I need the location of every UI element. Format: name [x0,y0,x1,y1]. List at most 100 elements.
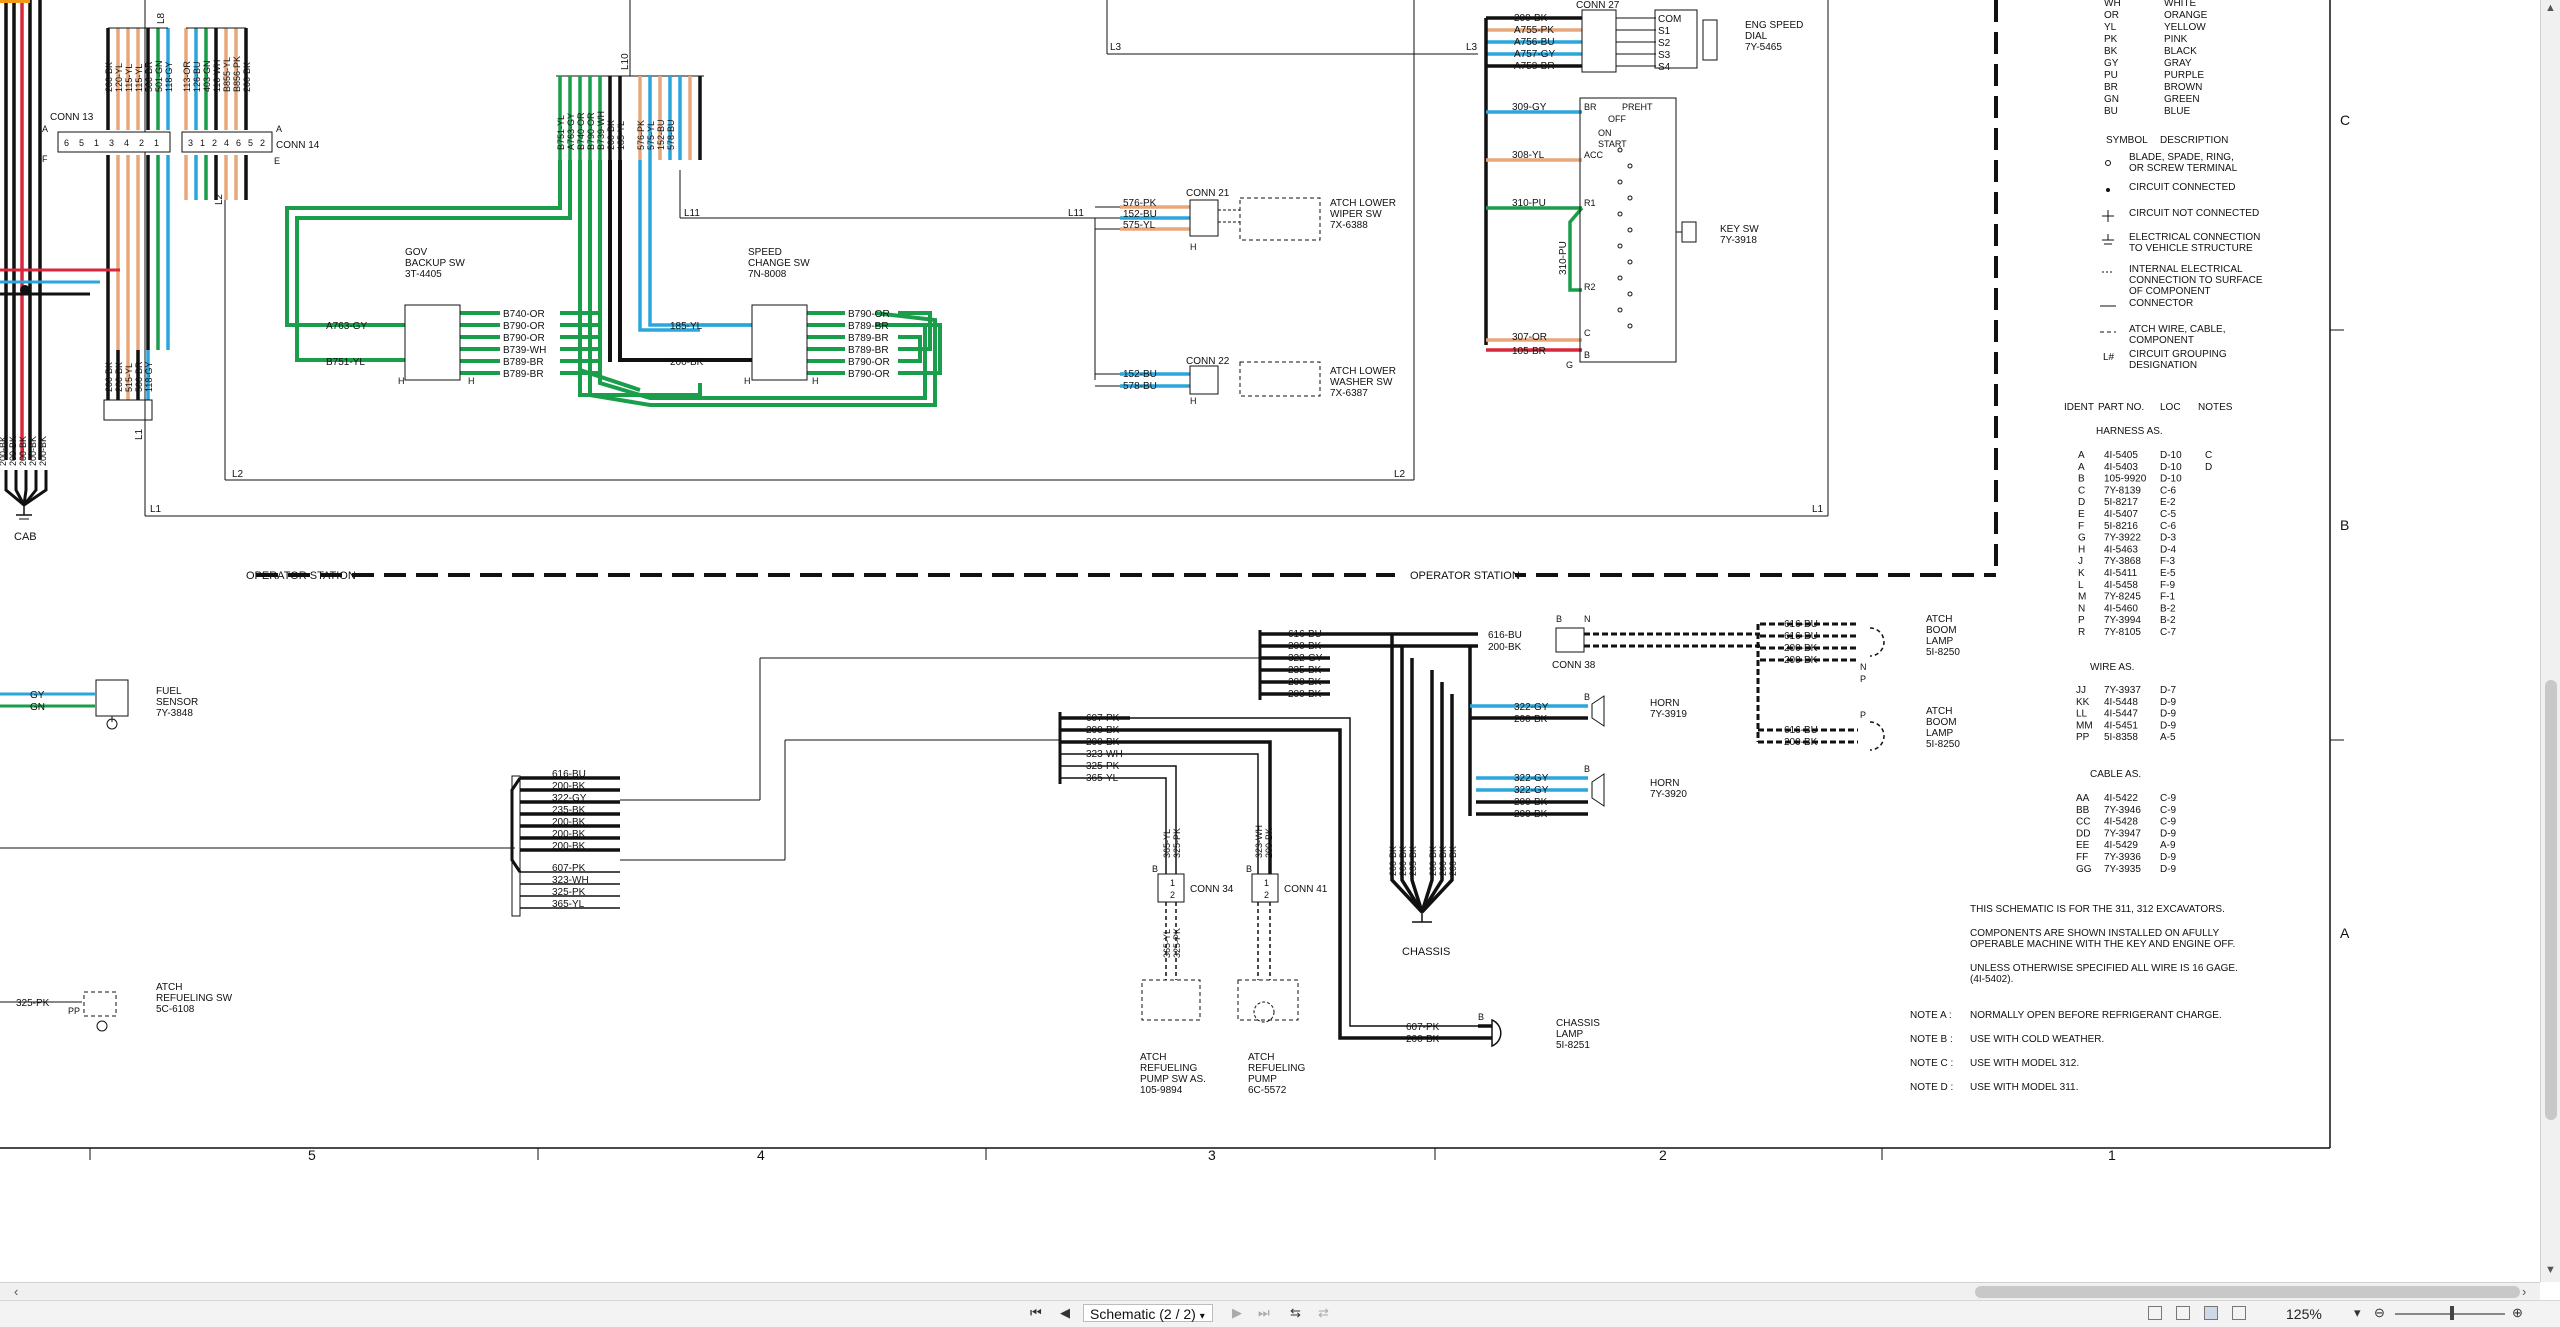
wire-cell: JJ [2076,685,2086,696]
bundle-a-wire: 200-BK [552,817,586,828]
washer-switch-label: ATCH LOWER [1330,366,1396,377]
page-navigation-label: Schematic (2 / 2) [1090,1306,1196,1322]
harness-cell: E-2 [2160,497,2176,508]
refuel-pump-body [1237,979,1299,1021]
grid-row-label: B [2340,517,2349,533]
boom-lamp1-label: LAMP [1926,636,1954,647]
bundle-a-wire: 235-BK [552,805,586,816]
chassis-lamp-wire: 200-BK [1406,1034,1440,1045]
conn38-pin: N [1584,614,1591,624]
conn41-title: CONN 41 [1284,884,1328,895]
note-text: USE WITH MODEL 312. [1970,1058,2079,1069]
horn2-wire: 322-GY [1514,773,1549,784]
wire-path [22,470,38,506]
legend-symbol-desc: CIRCUIT GROUPING [2129,349,2227,360]
previous-page-icon[interactable]: ◀ [1060,1305,1070,1320]
speed-pin: H [744,376,751,386]
conn13-wire-label: 115-YL [134,64,144,92]
bundle-a-wire: 323-WH [552,875,589,886]
bundle-b-wire: 235-BK [1288,665,1322,676]
page-navigation-select[interactable]: Schematic (2 / 2) ▾ [1083,1304,1213,1322]
scroll-up-icon[interactable]: ▲ [2545,2,2556,14]
legend-color-code: BK [2104,46,2118,57]
legend-color-name: WHITE [2164,0,2197,9]
boom-lamp1-wire: 200-BK [1784,643,1818,654]
circuit-l11-label: L11 [1068,208,1084,219]
grid-row-label: A [2340,925,2350,941]
circuit-l2-label: L2 [232,469,244,480]
continuous-view-icon[interactable] [2176,1306,2190,1320]
boom-lamp-pin: N [1860,662,1867,672]
next-page-icon[interactable]: ▶ [1232,1305,1242,1320]
last-page-icon[interactable]: ⏭ [1258,1305,1270,1320]
conn14-wire-label: 403-GN [202,60,212,92]
conn13-pin: 1 [154,138,159,148]
two-page-view-icon[interactable] [2204,1306,2218,1320]
bundle-b-wire: 322-GY [1288,653,1323,664]
zoom-out-icon[interactable]: ⊖ [2374,1305,2385,1320]
harness-cell: M [2078,592,2086,603]
operator-station-label: OPERATOR STATION [1410,570,1520,582]
harness-cell: F-1 [2160,592,2175,603]
note-text: USE WITH MODEL 311. [1970,1082,2078,1093]
chassis-ground-wire: 200-BK [1438,846,1448,876]
gov-right-wire: B790-OR [503,321,545,332]
horizontal-scroll-thumb[interactable] [1975,1286,2520,1298]
wire-cell: D-9 [2160,697,2177,708]
refuel-pump-switch-label: REFUELING [1140,1063,1197,1074]
legend-symbol-desc: OR SCREW TERMINAL [2129,163,2238,174]
junction-dot [20,285,30,295]
vertical-scrollbar[interactable]: ▲ ▼ [2540,0,2560,1282]
zoom-slider-knob[interactable] [2450,1306,2454,1320]
conn14-pin: 1 [200,138,205,148]
refuel-pump-label: PUMP [1248,1074,1277,1085]
eng-dial-knob [1702,19,1718,61]
harness-cell: 4I-5458 [2104,580,2138,591]
legend-symbol-desc: CONNECTION TO SURFACE [2129,275,2263,286]
legend-symbol-desc: TO VEHICLE STRUCTURE [2129,243,2253,254]
horn2-label: HORN [1650,778,1679,789]
chassis-lamp-pin: B [1478,1012,1484,1022]
zoom-level[interactable]: 125% [2286,1306,2322,1322]
scroll-left-icon[interactable]: ‹ [14,1284,19,1299]
key-contact [1627,259,1633,265]
legend-symbol-desc: ELECTRICAL CONNECTION [2129,232,2260,243]
speed-right-wire: B790-OR [848,369,890,380]
note-id: NOTE B : [1910,1034,1953,1045]
key-term: OFF [1608,114,1626,124]
first-page-icon[interactable]: ⏮ [1030,1305,1042,1320]
wire-cell: A-5 [2160,732,2176,743]
chevron-down-icon[interactable]: ▾ [2354,1305,2361,1320]
conn34-pin: 2 [1170,890,1175,900]
l10-wire-label: B751-YL [556,115,566,150]
l10-wire-label: 575-YL [646,121,656,150]
next-view-icon[interactable]: ⇄ [1318,1305,1329,1320]
conn13-wire-label: 118-GY [164,62,174,92]
key-term: C [1584,328,1591,338]
bundle-a-wire: 200-BK [552,829,586,840]
zoom-in-icon[interactable]: ⊕ [2512,1305,2523,1320]
scroll-right-icon[interactable]: › [2522,1284,2527,1299]
key-icon [1681,221,1697,243]
wiper-switch-label: ATCH LOWER [1330,198,1396,209]
conn13-pin: 2 [139,138,144,148]
cab-label: CAB [14,531,37,543]
cab-wire-label: 200-BK [104,362,114,392]
previous-view-icon[interactable]: ⇆ [1290,1305,1301,1320]
scroll-down-icon[interactable]: ▼ [2545,1264,2556,1276]
note-id: NOTE A : [1910,1010,1952,1021]
horizontal-scrollbar[interactable]: ‹ › [0,1282,2540,1301]
wire-path [4,470,25,507]
harness-title: HARNESS AS. [2096,426,2163,437]
vertical-scroll-thumb[interactable] [2545,680,2557,1120]
eng-dial-label: ENG SPEED [1745,20,1803,31]
two-page-continuous-icon[interactable] [2232,1306,2246,1320]
boom-lamp1-wire: 616-BU [1784,619,1818,630]
circuit-l2-label: L2 [1394,469,1406,480]
wire-path [510,777,522,873]
grid-col-label: 3 [1208,1147,1216,1163]
conn41-pin: 1 [1264,878,1269,888]
general-note: UNLESS OTHERWISE SPECIFIED ALL WIRE IS 1… [1970,963,2238,974]
single-page-view-icon[interactable] [2148,1306,2162,1320]
